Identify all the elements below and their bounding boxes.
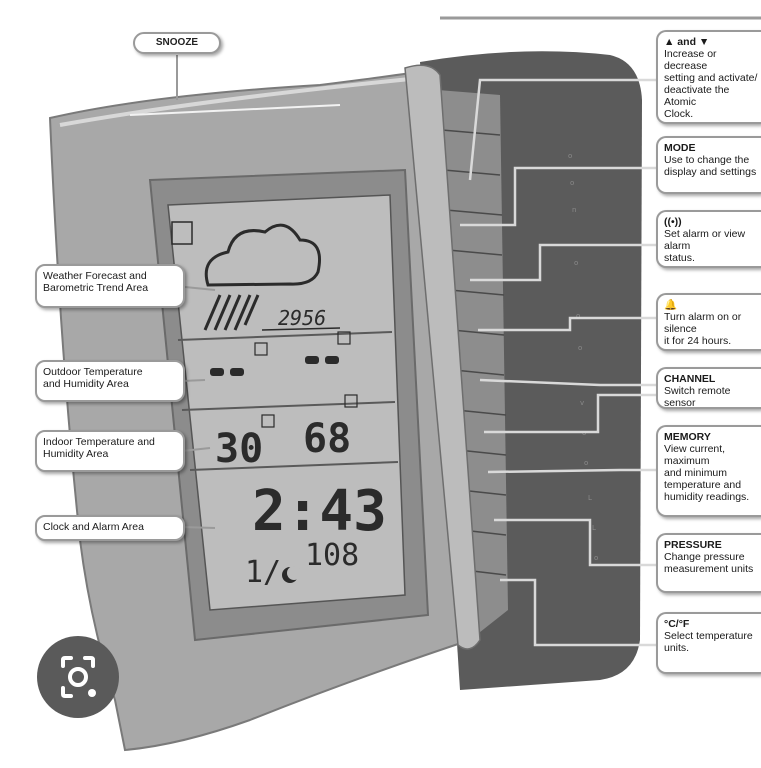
callout-memory-text: View current, maximum and minimum temper… xyxy=(664,443,750,503)
svg-text:n: n xyxy=(572,206,576,214)
callout-up-down-text: Increase or decrease setting and activat… xyxy=(664,48,758,120)
snooze-button-edge xyxy=(129,104,341,116)
callout-channel-title: CHANNEL xyxy=(664,373,716,385)
svg-text:o: o xyxy=(574,259,578,267)
callout-alarm-set-text: Set alarm or view alarm status. xyxy=(664,228,746,264)
device-seam xyxy=(404,64,481,650)
callout-mode: MODE Use to change the display and setti… xyxy=(656,136,761,194)
clock-time: 2:43 xyxy=(252,479,387,544)
svg-text:o: o xyxy=(578,344,582,352)
callout-outdoor-text: Outdoor Temperature and Humidity Area xyxy=(43,366,143,390)
callout-weather-forecast-text: Weather Forecast and Barometric Trend Ar… xyxy=(43,270,149,294)
callout-weather-forecast: Weather Forecast and Barometric Trend Ar… xyxy=(35,264,185,308)
callout-indoor-text: Indoor Temperature and Humidity Area xyxy=(43,436,155,460)
svg-text:o: o xyxy=(594,554,598,562)
callout-pressure: PRESSURE Change pressure measurement uni… xyxy=(656,533,761,593)
callout-channel: CHANNEL Switch remote sensor xyxy=(656,367,761,409)
snooze-label: SNOOZE xyxy=(133,32,221,54)
callout-clock-alarm-text: Clock and Alarm Area xyxy=(43,521,144,533)
button-strip xyxy=(438,90,508,640)
callout-up-down-title: ▲ and ▼ xyxy=(664,36,710,48)
indoor-humidity: 68 xyxy=(303,416,351,462)
callout-temp-units-text: Select temperature units. xyxy=(664,630,753,654)
callout-temp-units-title: °C/°F xyxy=(664,618,690,630)
callout-pressure-text: Change pressure measurement units xyxy=(664,551,754,575)
svg-text:o: o xyxy=(570,179,574,187)
callout-outdoor: Outdoor Temperature and Humidity Area xyxy=(35,360,185,402)
callout-alarm-set-title: ((•)) xyxy=(664,216,682,228)
outdoor-readings xyxy=(210,356,339,376)
left-leader-lines xyxy=(181,286,216,529)
callout-memory: MEMORY View current, maximum and minimum… xyxy=(656,425,761,517)
callout-mode-title: MODE xyxy=(664,142,696,154)
callout-mode-text: Use to change the display and settings xyxy=(664,154,757,178)
callout-memory-title: MEMORY xyxy=(664,431,711,443)
callout-alarm-silence-text: Turn alarm on or silence it for 24 hours… xyxy=(664,311,742,347)
callout-temp-units: °C/°F Select temperature units. xyxy=(656,612,761,674)
right-leader-lines xyxy=(460,78,658,647)
callout-clock-alarm: Clock and Alarm Area xyxy=(35,515,185,541)
indoor-temperature: 30 xyxy=(215,426,263,472)
callout-alarm-silence: 🔔 Turn alarm on or silence it for 24 hou… xyxy=(656,293,761,351)
svg-text:o: o xyxy=(584,459,588,467)
trend-indicator-icon xyxy=(171,221,193,245)
image-search-icon xyxy=(61,656,96,698)
callout-alarm-set: ((•)) Set alarm or view alarm status. xyxy=(656,210,761,268)
svg-text:L: L xyxy=(592,524,596,532)
callout-indoor: Indoor Temperature and Humidity Area xyxy=(35,430,185,472)
callout-up-down: ▲ and ▼ Increase or decrease setting and… xyxy=(656,30,761,124)
rain-cloud-icon xyxy=(203,223,321,331)
lcd-dividers xyxy=(177,331,399,471)
svg-text:o: o xyxy=(568,152,572,160)
callout-channel-text: Switch remote sensor xyxy=(664,385,731,409)
date-day: 108 xyxy=(305,538,359,573)
date-month: 1/ xyxy=(245,555,281,590)
bell-icon: 🔔 xyxy=(664,299,678,311)
pressure-reading: 2956 xyxy=(278,306,326,330)
svg-text:L: L xyxy=(588,494,592,502)
callout-pressure-title: PRESSURE xyxy=(664,539,722,551)
image-search-button[interactable] xyxy=(37,636,119,718)
svg-text:v: v xyxy=(580,399,584,407)
svg-text:o: o xyxy=(576,312,580,320)
